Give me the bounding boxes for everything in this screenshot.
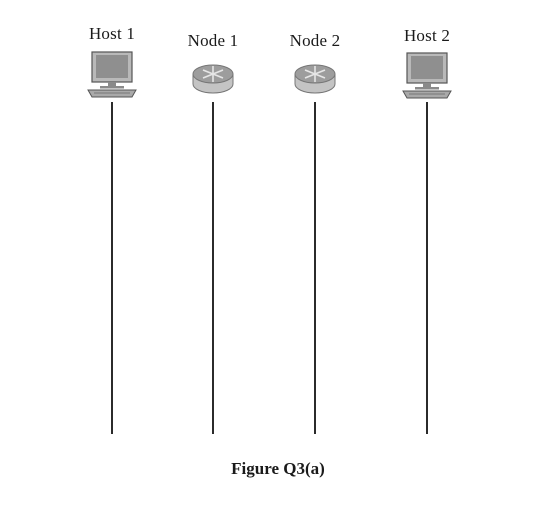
node-label-host-1: Host 1	[88, 24, 136, 43]
lifeline-host-1	[111, 102, 113, 434]
router-icon	[185, 56, 241, 104]
node-label-node-2: Node 2	[289, 31, 341, 50]
lifeline-host-2	[426, 102, 428, 434]
column-host-1: Host 1	[52, 0, 172, 440]
computer-icon	[399, 51, 455, 99]
lifeline-node-1	[212, 102, 214, 434]
figure-caption: Figure Q3(a)	[231, 459, 325, 478]
column-node-1: Node 1	[153, 0, 273, 440]
router-icon	[287, 56, 343, 104]
column-node-2: Node 2	[255, 0, 375, 440]
lifeline-node-2	[314, 102, 316, 434]
node-label-host-2: Host 2	[403, 26, 451, 45]
node-label-node-1: Node 1	[187, 31, 239, 50]
computer-icon	[84, 50, 140, 98]
column-host-2: Host 2	[367, 0, 487, 440]
